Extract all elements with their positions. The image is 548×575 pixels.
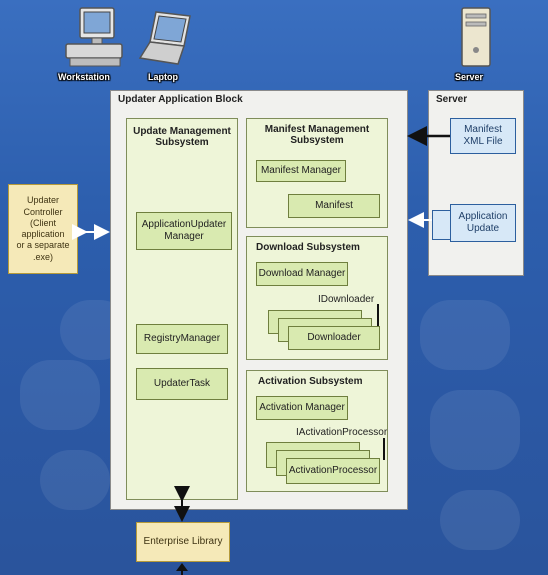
background-shape [40, 450, 110, 510]
server-icon [458, 6, 494, 70]
background-shape [430, 390, 520, 470]
update-management-title: Update Management Subsystem [133, 126, 231, 148]
download-subsystem-title: Download Subsystem [256, 242, 360, 253]
idownloader-interface-label: IDownloader [318, 294, 375, 305]
laptop-icon [138, 8, 194, 68]
background-shape [20, 360, 100, 430]
activation-manager[interactable]: Activation Manager [256, 396, 348, 420]
enterprise-library-bottom-arrowhead [176, 563, 188, 571]
laptop-label: Laptop [148, 72, 178, 82]
updater-task[interactable]: UpdaterTask [136, 368, 228, 400]
activation-subsystem-title: Activation Subsystem [258, 376, 363, 387]
manifest[interactable]: Manifest [288, 194, 380, 218]
update-management-subsystem [126, 118, 238, 500]
application-update[interactable]: Application Update [450, 204, 516, 242]
updater-controller[interactable]: Updater Controller (Client application o… [8, 184, 78, 274]
activation-processor[interactable]: ActivationProcessor [286, 458, 380, 484]
registry-manager[interactable]: RegistryManager [136, 324, 228, 354]
updater-application-block-title: Updater Application Block [118, 94, 243, 105]
manifest-xml-file[interactable]: Manifest XML File [450, 118, 516, 154]
enterprise-library[interactable]: Enterprise Library [136, 522, 230, 562]
iactivationprocessor-interface-label: IActivationProcessor [296, 427, 388, 438]
manifest-management-title: Manifest Management Subsystem [264, 124, 370, 146]
workstation-label: Workstation [58, 72, 110, 82]
server-panel-title: Server [436, 94, 468, 105]
background-shape [420, 300, 510, 370]
manifest-manager[interactable]: Manifest Manager [256, 160, 346, 182]
application-updater-manager[interactable]: ApplicationUpdater Manager [136, 212, 232, 250]
background-shape [440, 490, 520, 550]
server-label: Server [455, 72, 484, 82]
downloader[interactable]: Downloader [288, 326, 380, 350]
workstation-icon [62, 4, 124, 72]
download-manager[interactable]: Download Manager [256, 262, 348, 286]
